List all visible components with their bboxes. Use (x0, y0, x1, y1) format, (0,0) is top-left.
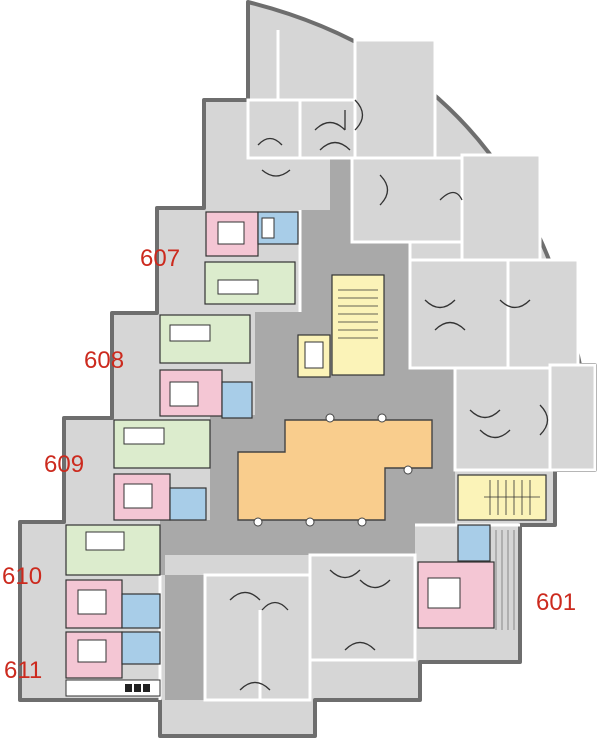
unit-label-607: 607 (140, 245, 180, 272)
unit-label-610: 610 (2, 563, 42, 590)
side-stair (457, 474, 547, 521)
unit-610 (65, 524, 161, 629)
main-stair (297, 274, 385, 378)
unit-label-608: 608 (84, 347, 124, 374)
door-swings (229, 99, 549, 691)
unit-607 (204, 211, 299, 305)
unit-label-601: 601 (536, 589, 576, 616)
unit-601 (417, 524, 515, 630)
unit-label-609: 609 (44, 451, 84, 478)
unit-label-611: 611 (4, 657, 42, 684)
central-core (237, 419, 433, 521)
unit-611 (65, 631, 161, 697)
unit-608 (159, 314, 253, 419)
unit-609 (113, 419, 211, 521)
office-rooms (203, 38, 597, 702)
unit-labels: 607 608 609 610 611 601 (2, 245, 576, 684)
columns (253, 413, 413, 527)
